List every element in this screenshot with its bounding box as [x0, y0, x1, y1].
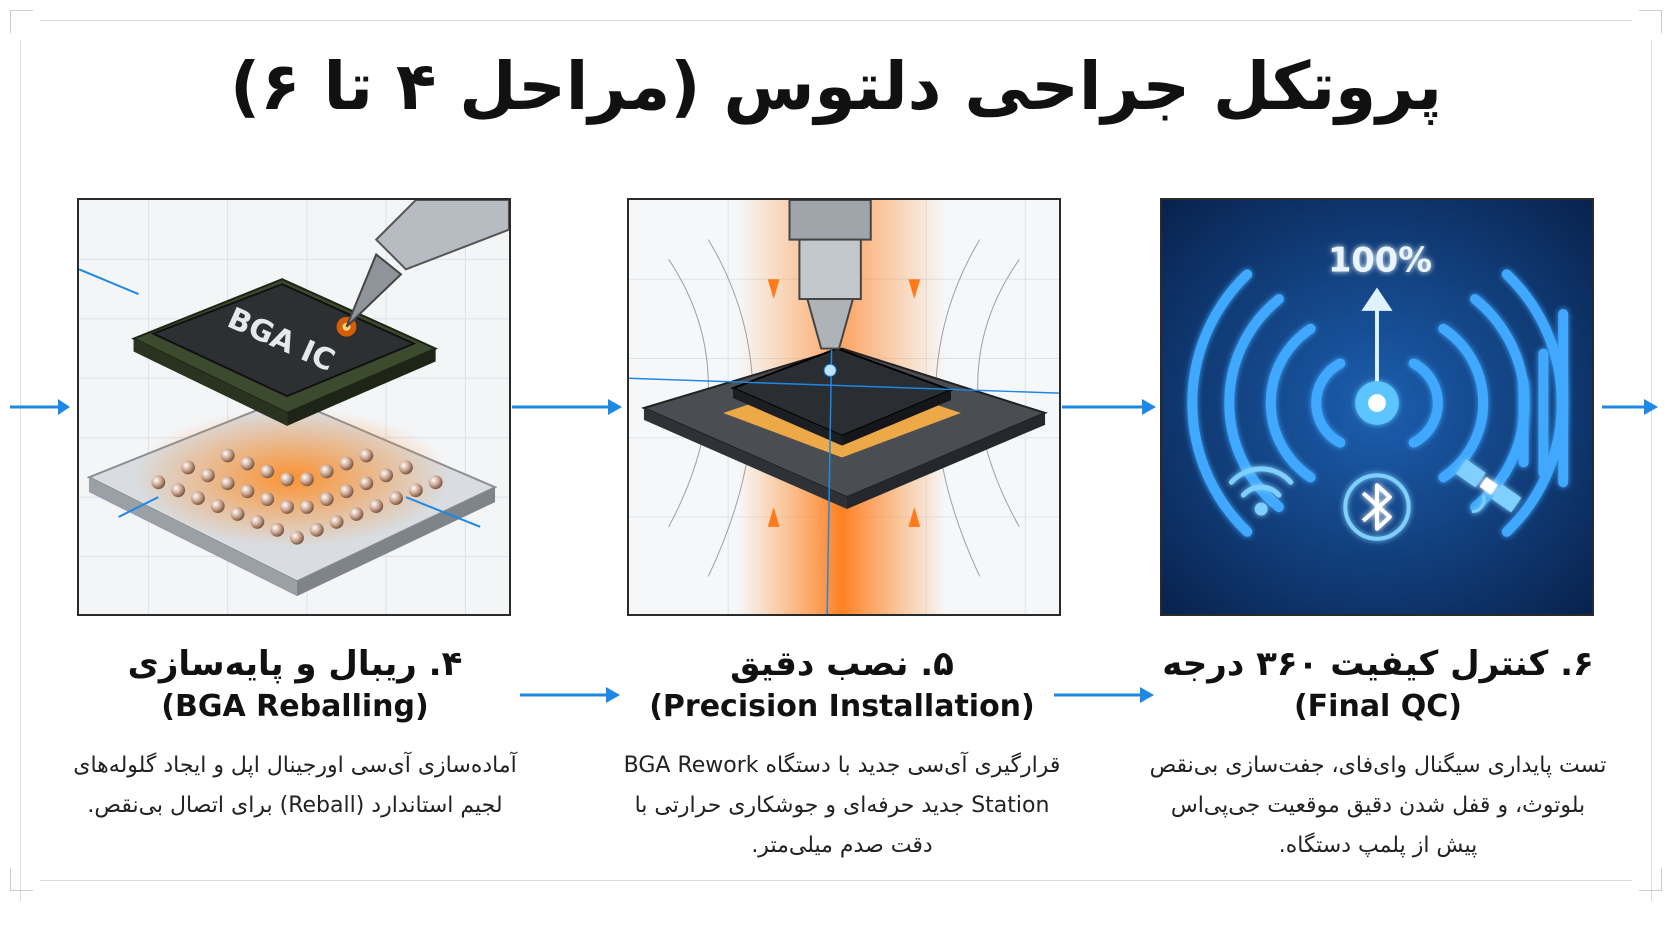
- corner-mark: [10, 868, 33, 891]
- reballing-illustration: BGA IC: [79, 200, 509, 614]
- arrow-out-right: [1602, 399, 1658, 415]
- arrow-step-5-to-6: [1054, 687, 1154, 703]
- arrow-in-left: [10, 399, 70, 415]
- installation-illustration: [629, 200, 1059, 614]
- step-6-caption: ۶. کنترل کیفیت ۳۶۰ درجه (Final QC) تست پ…: [1128, 642, 1628, 866]
- frame-left-line: [20, 40, 21, 901]
- page-title: پروتکل جراحی دلتوس (مراحل ۴ تا ۶): [230, 48, 1442, 125]
- arrow-step-4-to-5: [520, 687, 620, 703]
- solder-balls: [151, 448, 443, 545]
- step-5-title: ۵. نصب دقیق: [730, 644, 954, 684]
- panel-qc-illustration: 100%: [1160, 198, 1594, 616]
- step-4-subtitle: (BGA Reballing): [161, 689, 429, 724]
- step-6-subtitle: (Final QC): [1293, 689, 1463, 724]
- step-6-title: ۶. کنترل کیفیت ۳۶۰ درجه: [1162, 644, 1594, 684]
- corner-mark: [1639, 868, 1662, 891]
- step-4-caption: ۴. ریبال و پایه‌سازی (BGA Reballing) آما…: [45, 642, 545, 826]
- frame-top-line: [40, 20, 1632, 21]
- satellite-icon: [1455, 459, 1522, 514]
- step-4-description: آماده‌سازی آی‌سی اورجینال اپل و ایجاد گل…: [73, 753, 517, 818]
- up-arrow-icon: [1361, 287, 1393, 382]
- panel-installation-illustration: [627, 198, 1061, 616]
- qc-illustration: 100%: [1162, 200, 1592, 614]
- frame-bottom-line: [40, 880, 1632, 881]
- arrow-panel-5-to-6: [1062, 399, 1156, 415]
- corner-mark: [1639, 10, 1662, 33]
- step-5-subtitle: (Precision Installation): [649, 689, 1035, 724]
- corner-mark: [10, 10, 33, 33]
- step-5-caption: ۵. نصب دقیق (Precision Installation) قرا…: [592, 642, 1092, 866]
- soldering-tip-icon: [345, 200, 509, 328]
- step-6-description: تست پایداری سیگنال وای‌فای، جفت‌سازی بی‌…: [1149, 753, 1607, 858]
- nozzle-icon: [788, 200, 872, 350]
- step-4-title: ۴. ریبال و پایه‌سازی: [127, 644, 463, 684]
- frame-right-line: [1651, 40, 1652, 901]
- step-5-description: قرارگیری آی‌سی جدید با دستگاه BGA Rework…: [623, 753, 1061, 858]
- signal-percent-label: 100%: [1328, 240, 1432, 279]
- arrow-panel-4-to-5: [512, 399, 622, 415]
- wifi-icon: [1228, 466, 1294, 516]
- panel-reballing-illustration: BGA IC: [77, 198, 511, 616]
- bluetooth-icon: [1343, 473, 1411, 541]
